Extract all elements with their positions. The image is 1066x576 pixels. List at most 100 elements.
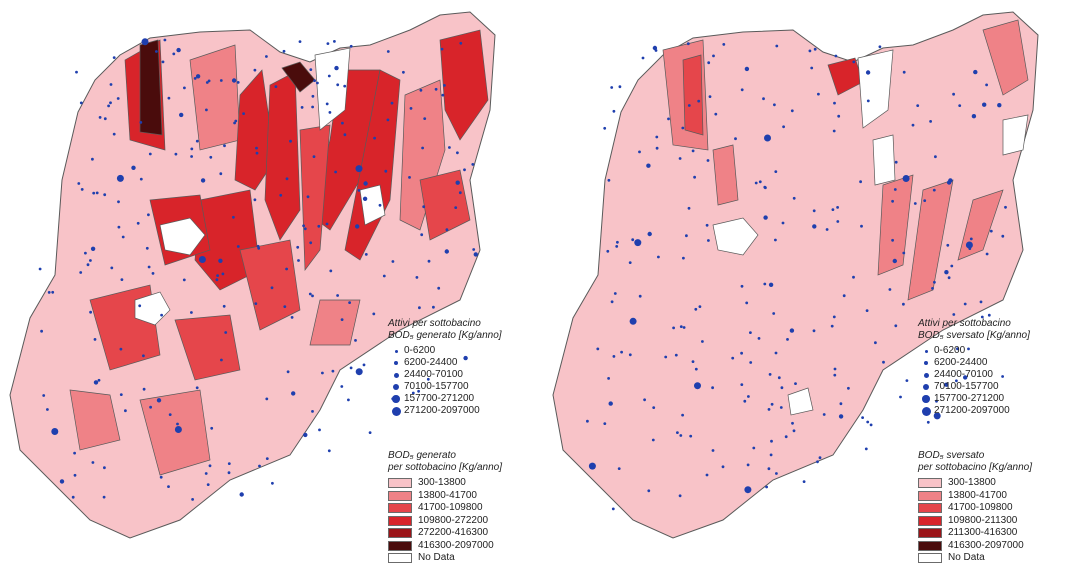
facility-dot xyxy=(634,239,642,247)
facility-dot xyxy=(773,103,776,107)
facility-dot xyxy=(956,347,959,351)
facility-dot xyxy=(693,175,696,179)
facility-dot xyxy=(311,105,314,109)
facility-dot xyxy=(205,81,209,84)
facility-dot xyxy=(746,463,750,467)
facility-dot xyxy=(812,224,817,229)
facility-dot xyxy=(588,462,596,470)
facility-dot xyxy=(902,70,906,74)
facility-dot xyxy=(933,280,936,284)
facility-dot xyxy=(779,406,783,409)
facility-dot xyxy=(174,426,182,433)
facility-dot xyxy=(874,341,877,345)
facility-dot xyxy=(131,165,136,170)
facility-dot xyxy=(932,188,936,192)
facility-dot xyxy=(313,79,316,82)
fill-legend-row: 41700-109800 xyxy=(388,502,502,515)
choropleth-map-generato xyxy=(9,11,496,539)
dot-legend-label: 157700-271200 xyxy=(934,393,1005,404)
facility-dot xyxy=(316,81,319,85)
facility-dot xyxy=(336,294,339,297)
facility-dot xyxy=(59,479,65,484)
facility-dot xyxy=(231,78,237,83)
facility-dot xyxy=(139,177,143,181)
facility-dot xyxy=(859,180,862,184)
facility-dot xyxy=(239,492,244,497)
fill-legend-swatch xyxy=(388,478,412,489)
facility-dot xyxy=(740,284,744,288)
facility-dot xyxy=(109,101,112,105)
dot-legend-title-line2: BOD₅ generato [Kg/anno] xyxy=(388,330,502,341)
facility-dot xyxy=(694,367,698,371)
facility-dot xyxy=(265,457,269,460)
facility-dot xyxy=(255,146,258,150)
facility-dot xyxy=(107,104,110,108)
facility-dot xyxy=(681,413,684,417)
dot-legend-row: 271200-2097000 xyxy=(388,405,502,417)
facility-dot xyxy=(289,139,292,143)
facility-dot xyxy=(802,480,806,483)
facility-dot xyxy=(963,375,968,380)
facility-dot xyxy=(38,267,42,271)
facility-dot xyxy=(182,278,186,282)
nodata-polygons xyxy=(134,47,386,326)
facility-dot xyxy=(711,386,714,390)
facility-dot xyxy=(124,409,127,413)
facility-dot xyxy=(348,301,351,304)
fill-legend-label: No Data xyxy=(948,552,985,564)
fill-legend-label: 211300-416300 xyxy=(948,527,1018,539)
facility-dot xyxy=(687,104,691,107)
facility-dot xyxy=(606,249,610,253)
facility-dot xyxy=(141,38,149,46)
facility-dot xyxy=(740,351,743,355)
facility-dot xyxy=(852,275,855,279)
facility-dot xyxy=(285,177,289,181)
facility-dot xyxy=(215,278,219,282)
facility-dot xyxy=(944,382,949,387)
facility-dot xyxy=(946,243,950,247)
facility-dot xyxy=(327,74,331,78)
dot-legend-row: 0-6200 xyxy=(918,345,1030,357)
facility-dot xyxy=(772,312,776,315)
facility-dot xyxy=(706,159,710,162)
facility-dot xyxy=(432,305,435,309)
facility-dot xyxy=(415,276,419,279)
fill-legend-row: 272200-416300 xyxy=(388,527,502,540)
facility-dot xyxy=(596,347,600,351)
facility-dot xyxy=(242,112,246,115)
facility-dot xyxy=(792,196,796,200)
facility-dot xyxy=(456,151,459,155)
facility-dot xyxy=(865,309,869,312)
facility-dot xyxy=(209,155,213,159)
facility-dot xyxy=(607,178,611,182)
facility-dot xyxy=(220,358,223,362)
facility-dot xyxy=(832,129,836,133)
facility-dot xyxy=(899,395,902,399)
facility-dot xyxy=(138,304,142,308)
facility-dot xyxy=(309,68,313,71)
facility-dot xyxy=(628,353,632,357)
facility-dot xyxy=(136,221,140,225)
dot-legend-row: 157700-271200 xyxy=(918,393,1030,405)
facility-dot xyxy=(611,507,615,511)
facility-dot xyxy=(864,447,868,451)
facility-dot xyxy=(109,83,113,86)
facility-dot xyxy=(657,255,660,259)
fill-legend-swatch xyxy=(918,503,942,514)
facility-dot xyxy=(913,202,917,205)
facility-dot xyxy=(905,379,909,382)
fill-legend-label: 416300-2097000 xyxy=(948,539,1024,551)
facility-dot xyxy=(357,189,361,192)
facility-dot xyxy=(752,446,756,450)
facility-dot xyxy=(340,318,344,321)
facility-dot xyxy=(810,66,814,70)
facility-dot xyxy=(142,387,146,391)
fill-legend-label: 109800-211300 xyxy=(948,514,1018,526)
facility-dot xyxy=(441,93,445,97)
facility-dot xyxy=(911,123,915,127)
facility-dot xyxy=(311,410,314,413)
facility-dot xyxy=(195,74,201,79)
fill-legend-row: No Data xyxy=(918,552,1032,565)
